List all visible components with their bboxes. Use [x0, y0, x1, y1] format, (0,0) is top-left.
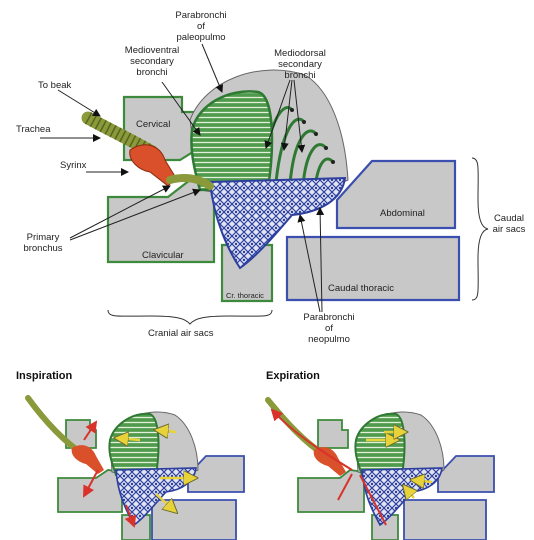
label-cr-thoracic: Cr. thoracic [226, 290, 264, 301]
expiration-panel [268, 400, 494, 540]
label-caudal-thoracic: Caudal thoracic [328, 283, 394, 294]
inspiration-heading: Inspiration [16, 370, 72, 382]
label-caudal-air-sacs: Caudal air sacs [486, 213, 532, 235]
cranial-air-sacs-brace [108, 310, 272, 324]
label-medioventral-bronchi: Medioventral secondary bronchi [116, 45, 188, 78]
label-syrinx: Syrinx [60, 160, 86, 171]
expiration-heading: Expiration [266, 370, 320, 382]
label-parabronchi-paleopulmo: Parabronchi of paleopulmo [166, 10, 236, 43]
label-abdominal: Abdominal [380, 208, 425, 219]
label-mediodorsal-bronchi: Mediodorsal secondary bronchi [264, 48, 336, 81]
label-cervical: Cervical [136, 119, 170, 130]
label-to-beak: To beak [38, 80, 71, 91]
label-cranial-air-sacs: Cranial air sacs [148, 328, 213, 339]
label-trachea: Trachea [16, 124, 51, 135]
label-parabronchi-neopulmo: Parabronchi of neopulmo [298, 312, 360, 345]
label-primary-bronchus: Primary bronchus [16, 232, 70, 254]
label-clavicular: Clavicular [142, 250, 184, 261]
inspiration-panel [28, 398, 244, 540]
